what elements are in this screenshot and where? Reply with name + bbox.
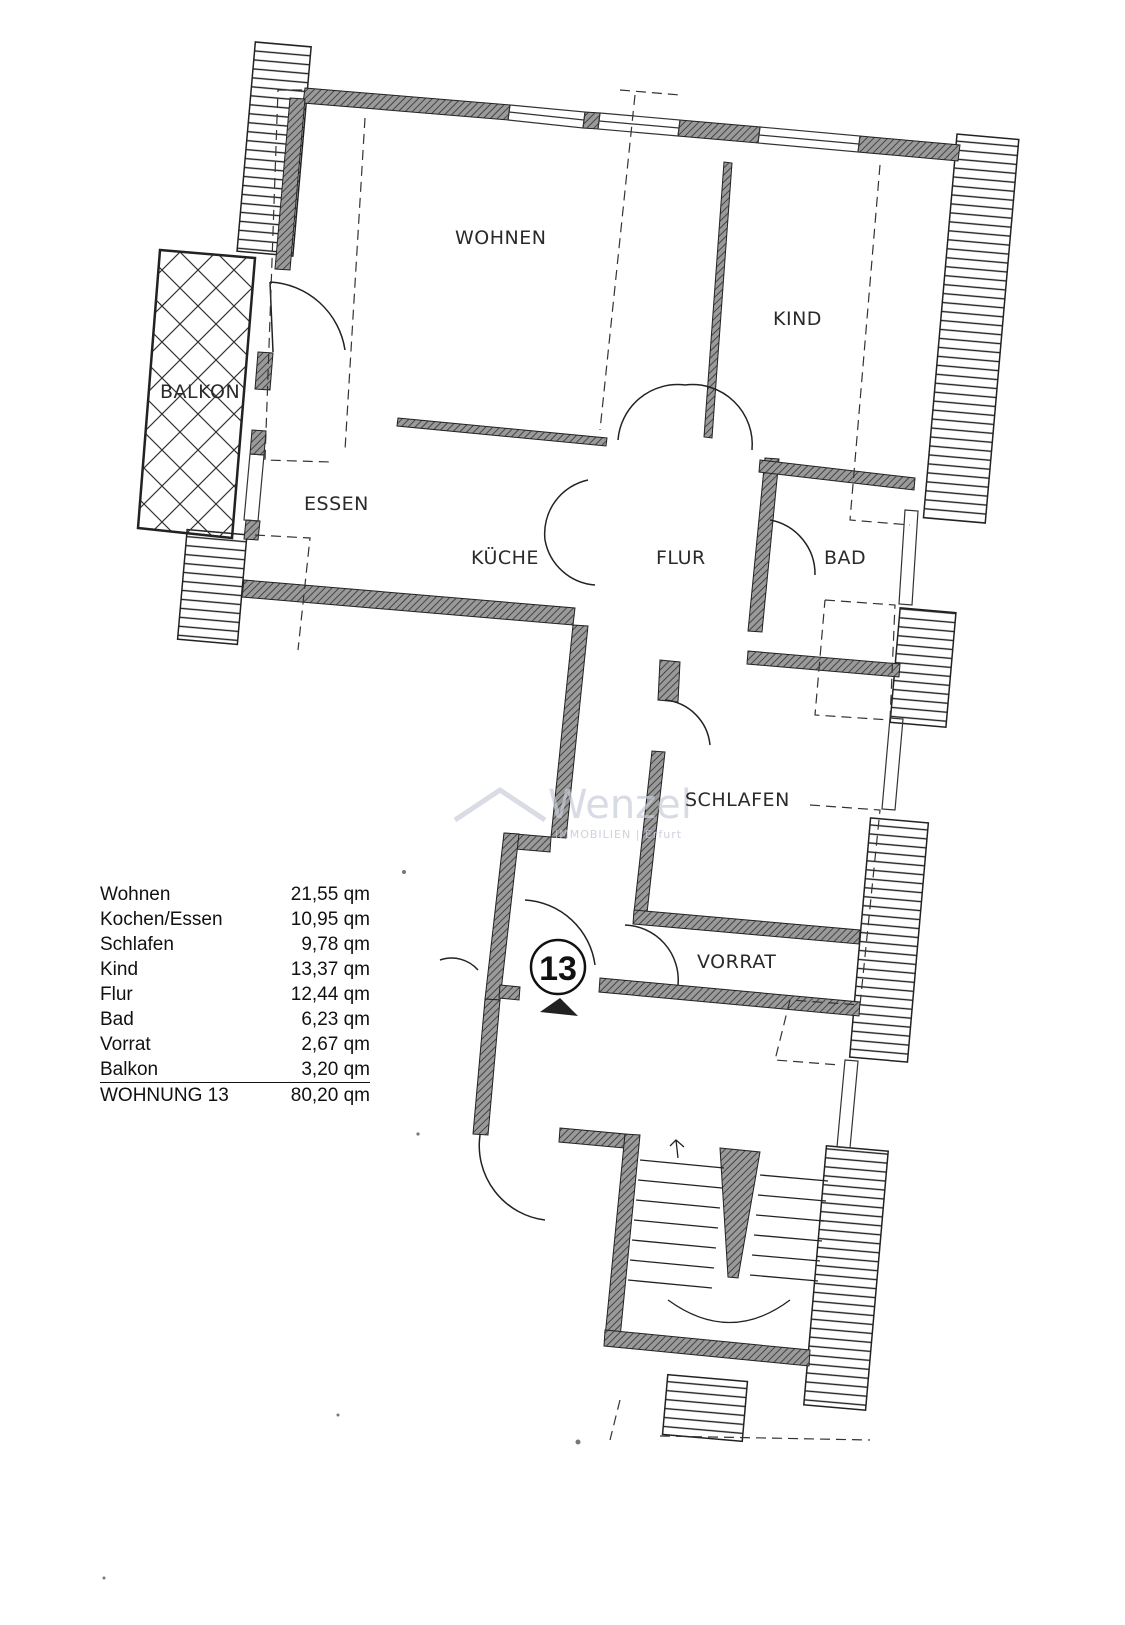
room-label-balkon: BALKON [160,381,240,403]
area-row: Kochen/Essen 10,95 qm [100,907,370,932]
area-row: Bad 6,23 qm [100,1007,370,1032]
staircase [627,1139,829,1324]
area-value: 6,23 qm [301,1009,370,1030]
windows [243,104,919,1149]
room-label-vorrat: VORRAT [697,951,776,973]
area-row: Kind 13,37 qm [100,957,370,982]
area-total-row: WOHNUNG 13 80,20 qm [100,1083,370,1108]
watermark-tagline: IMMOBILIEN | Erfurt [555,828,682,841]
area-room-name: Balkon [100,1059,159,1080]
unit-marker: 13 [529,938,587,1016]
room-label-bad: BAD [824,547,866,569]
doors [269,281,816,1221]
balcony [136,248,257,540]
area-room-name: Kind [100,959,139,980]
walls [241,87,961,1367]
area-value: 9,78 qm [301,934,370,955]
specks [102,870,581,1580]
area-room-name: Vorrat [100,1034,151,1055]
room-label-schlafen: SCHLAFEN [685,789,790,811]
watermark-brand: Wenzel [548,782,692,828]
room-label-wohnen: WOHNEN [455,227,546,249]
area-row: Schlafen 9,78 qm [100,932,370,957]
room-labels: WOHNEN KIND BALKON ESSEN KÜCHE FLUR BAD … [160,227,866,973]
area-value: 21,55 qm [290,884,370,905]
room-label-kueche: KÜCHE [471,546,539,569]
area-room-name: Schlafen [100,934,174,955]
area-row: Flur 12,44 qm [100,982,370,1007]
area-value: 12,44 qm [290,984,370,1005]
area-value: 2,67 qm [301,1034,370,1055]
area-total-label: WOHNUNG 13 [100,1085,229,1106]
exterior-stripes [176,41,1020,1443]
area-row: Balkon 3,20 qm [100,1057,370,1083]
area-room-name: Wohnen [100,884,171,905]
area-row: Wohnen 21,55 qm [100,882,370,907]
area-value: 10,95 qm [290,909,370,930]
room-label-kind: KIND [773,308,822,330]
dashed-outlines [254,89,911,1441]
area-value: 3,20 qm [301,1059,370,1080]
room-label-flur: FLUR [656,547,706,569]
watermark-logo: Wenzel IMMOBILIEN | Erfurt [453,782,692,841]
area-value: 13,37 qm [290,959,370,980]
unit-number: 13 [539,950,577,988]
room-label-essen: ESSEN [304,493,369,515]
area-room-name: Flur [100,984,133,1005]
area-row: Vorrat 2,67 qm [100,1032,370,1057]
area-room-name: Kochen/Essen [100,909,223,930]
area-total-value: 80,20 qm [290,1085,370,1106]
area-room-name: Bad [100,1009,134,1030]
